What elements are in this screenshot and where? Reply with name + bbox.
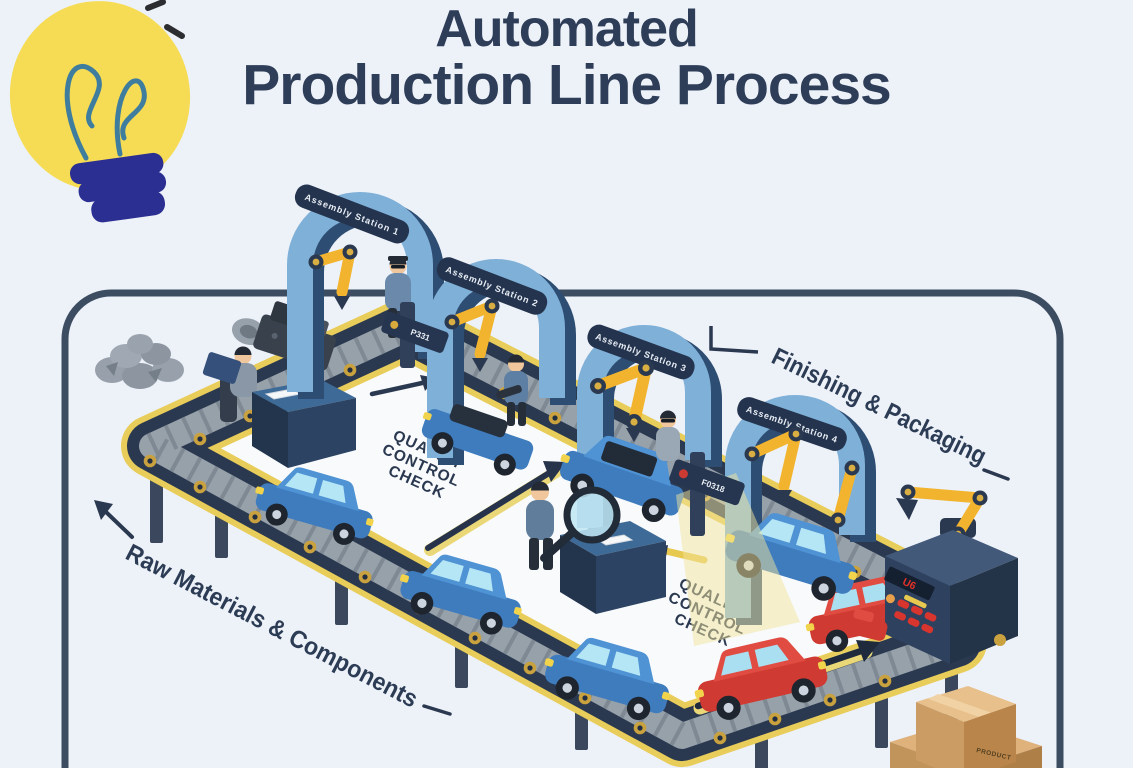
robot-arm-icon-2 (444, 298, 500, 372)
station-2: Assembly Station 2 (427, 257, 576, 465)
packaging-machine: U6 (842, 484, 1018, 664)
robot-arm-icon-3 (590, 360, 654, 442)
machine-output-part (842, 608, 888, 641)
station-1: Assembly Station 1 (287, 184, 444, 399)
machine-display: U6 (900, 576, 917, 593)
worker-station-2 (496, 354, 528, 426)
station-tag-2: F0318 (669, 452, 745, 536)
machine-buttons (885, 594, 937, 634)
magnifier-icon (540, 486, 621, 562)
page-title: Automated Production Line Process (0, 2, 1133, 114)
car-shell-station-3 (560, 435, 684, 523)
title-line-2: Production Line Process (242, 52, 891, 117)
raw-materials-pile (95, 334, 184, 389)
product-boxes: PRODUCT (890, 686, 1042, 768)
frame-border (61, 289, 1064, 768)
inspection-beam (676, 473, 800, 646)
robot-arm-icon-1 (308, 244, 358, 310)
robot-arm-icon-4b (830, 460, 860, 528)
robot-arm-icon-4a (744, 426, 804, 504)
lightbulb-icon (9, 0, 191, 223)
station-tag-1: P331 (381, 302, 449, 368)
belt-part (202, 352, 242, 384)
title-line-1: Automated (435, 0, 699, 58)
worker-station-3 (656, 410, 680, 461)
car-chassis-station-2 (421, 404, 534, 476)
